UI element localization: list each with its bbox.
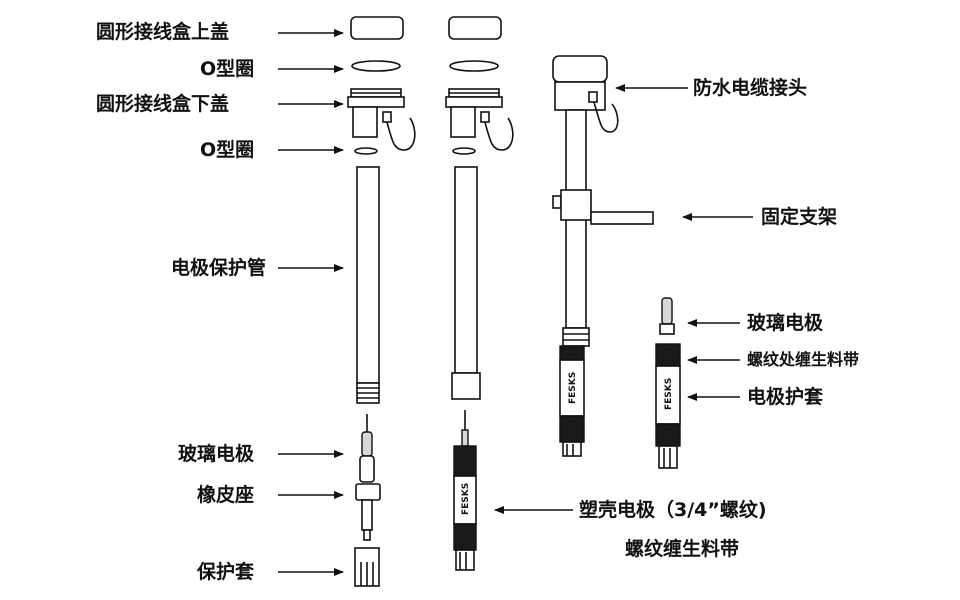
label-fixing-bracket: 固定支架 xyxy=(761,206,838,228)
label-electrode-protection-tube: 电极保护管 xyxy=(171,257,267,279)
label-plastic-electrode: 塑壳电极（3/4”螺纹) xyxy=(579,499,767,521)
o-ring-middle-1 xyxy=(449,60,499,72)
label-protective-cover: 保护套 xyxy=(197,561,255,583)
label-round-box-top-cover: 圆形接线盒上盖 xyxy=(96,21,230,43)
label-o-ring-1: O型圈 xyxy=(200,58,255,80)
label-thread-tape: 螺纹缠生料带 xyxy=(625,538,740,560)
tube-thread-left xyxy=(356,382,380,404)
brand-mark-right: FESKS xyxy=(568,372,578,404)
middle-assembly: FESKS xyxy=(445,16,514,571)
label-o-ring-2: O型圈 xyxy=(200,139,255,161)
top-cover-right xyxy=(552,55,608,83)
label-arrows xyxy=(278,29,753,576)
top-cover-middle xyxy=(448,16,502,40)
detail-electrode: FESKS xyxy=(655,297,681,469)
top-cover-left xyxy=(350,16,404,40)
o-ring-left-1 xyxy=(351,60,401,72)
label-electrode-jacket: 电极护套 xyxy=(747,386,824,408)
o-ring-middle-2 xyxy=(452,147,476,155)
o-ring-left-2 xyxy=(354,147,378,155)
protection-tube-middle xyxy=(454,166,478,374)
bottom-cover-middle xyxy=(445,88,514,151)
brand-mark-detail: FESKS xyxy=(664,378,674,410)
label-thread-tape-note: 螺纹处缠生料带 xyxy=(747,350,860,369)
fixing-bracket-part xyxy=(552,189,654,225)
label-glass-electrode-right: 玻璃电极 xyxy=(747,312,824,334)
rubber-seat-part xyxy=(355,483,381,541)
left-assembly xyxy=(347,16,416,587)
brand-mark-middle: FESKS xyxy=(461,483,471,515)
electrode-assembled-part: FESKS xyxy=(559,327,590,457)
right-assembly: FESKS xyxy=(552,55,654,457)
label-rubber-seat: 橡皮座 xyxy=(197,484,255,506)
label-waterproof-cable-connector: 防水电缆接头 xyxy=(693,77,808,99)
tube-adapter-middle xyxy=(451,372,481,400)
label-round-box-bottom-cover: 圆形接线盒下盖 xyxy=(96,93,230,115)
glass-electrode-left-part xyxy=(359,414,375,483)
bottom-cover-left xyxy=(347,88,416,151)
protective-cover-part xyxy=(354,547,380,587)
plastic-electrode-part: FESKS xyxy=(453,410,477,571)
protection-tube-left xyxy=(356,166,380,384)
label-glass-electrode-left: 玻璃电极 xyxy=(178,443,255,465)
